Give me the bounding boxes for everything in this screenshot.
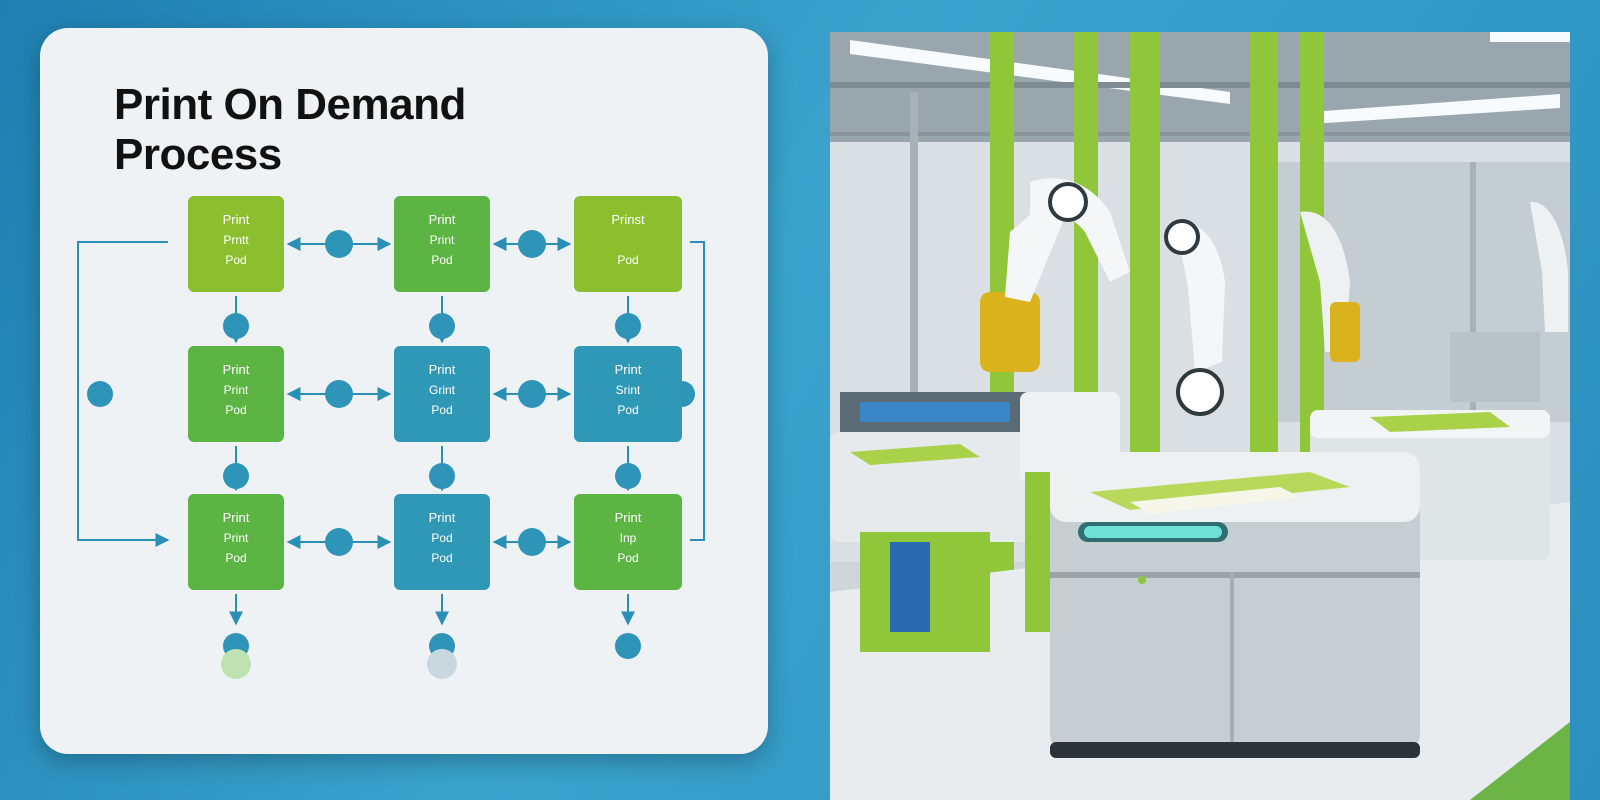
connector-badge (223, 463, 249, 489)
process-node-label: Inp (620, 531, 637, 545)
factory-illustration (830, 32, 1570, 800)
process-node-label: Pod (617, 403, 638, 417)
process-node-label: Pod (617, 551, 638, 565)
process-node-label: Print (223, 362, 250, 377)
nodes: PrintPrnttPodPrintPrintPodPrinstPodPrint… (188, 196, 682, 590)
process-node-label: Print (223, 510, 250, 525)
process-node-label: Pod (225, 253, 246, 267)
process-node-box (394, 494, 490, 590)
connector-badge (87, 381, 113, 407)
process-node-box (574, 346, 682, 442)
process-node-label: Print (429, 212, 456, 227)
connector-badge (615, 463, 641, 489)
process-node-label: Print (224, 531, 249, 545)
process-node-label: Pod (225, 551, 246, 565)
connector-badge (518, 528, 546, 556)
connector-badge (518, 230, 546, 258)
process-node-label: Prinst (611, 212, 645, 227)
process-node-box (394, 346, 490, 442)
loop-connector-left (77, 241, 170, 547)
end-node-icon (221, 649, 251, 679)
connector-badge (429, 463, 455, 489)
flow-diagram: PrintPrnttPodPrintPrintPodPrinstPodPrint… (77, 196, 705, 679)
process-node-box (188, 494, 284, 590)
connector-badge (615, 313, 641, 339)
process-node-label: Grint (429, 383, 456, 397)
connector-badge (325, 380, 353, 408)
process-node-label: Print (430, 233, 455, 247)
process-node-label: Pod (431, 403, 452, 417)
loop-connector-right (690, 241, 705, 541)
process-node-label: Pod (431, 253, 452, 267)
process-node-box (188, 346, 284, 442)
connector-badge (429, 313, 455, 339)
connector-badge (615, 633, 641, 659)
process-node-box (574, 494, 682, 590)
process-node-label: Pod (617, 253, 638, 267)
process-node-label: Srint (616, 383, 641, 397)
title-line-2: Process (114, 130, 282, 179)
title-line-1: Print On Demand (114, 80, 466, 129)
process-node-label: Print (615, 510, 642, 525)
process-node-box (188, 196, 284, 292)
factory-photo (830, 32, 1570, 800)
process-node-label: Print (224, 383, 249, 397)
connector-badge (518, 380, 546, 408)
connectors (77, 229, 705, 679)
process-node-label: Prntt (223, 233, 249, 247)
process-node-label: Pod (225, 403, 246, 417)
diagram-title: Print On Demand Process (114, 80, 466, 180)
process-node-label: Pod (431, 531, 452, 545)
process-node-label: Print (429, 510, 456, 525)
connector-badge (325, 528, 353, 556)
connector-badge (325, 230, 353, 258)
process-node-box (394, 196, 490, 292)
process-node-label: Pod (431, 551, 452, 565)
connector-badge (223, 313, 249, 339)
process-node-label: Print (223, 212, 250, 227)
end-node-icon (427, 649, 457, 679)
process-node-label: Print (615, 362, 642, 377)
process-node-label: Print (429, 362, 456, 377)
process-node-box (574, 196, 682, 292)
